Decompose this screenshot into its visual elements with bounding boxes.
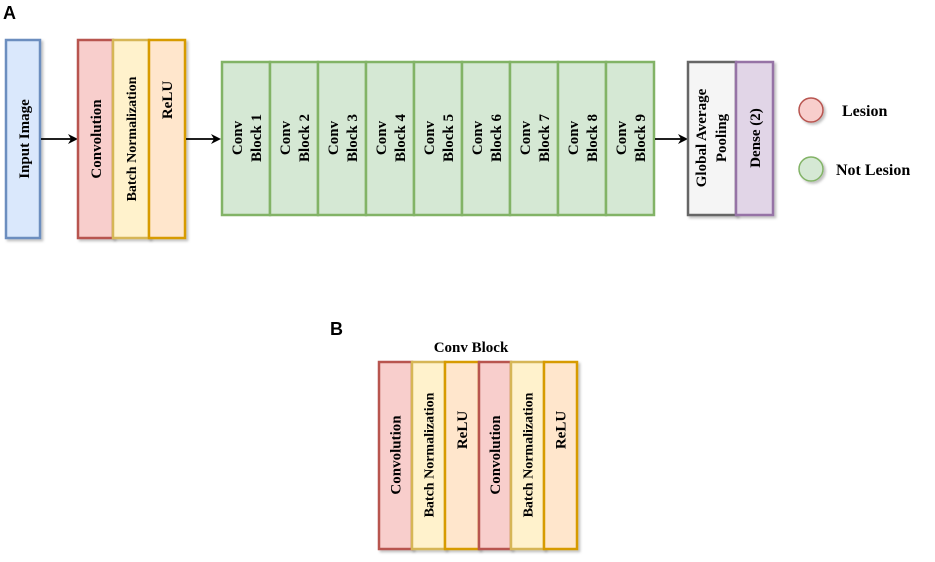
panel-b-label: B: [330, 319, 343, 339]
stem-relu-box: [147, 38, 187, 240]
conv-block-3-box: [316, 60, 368, 217]
stem-batch-norm-label: Batch Normalization: [125, 76, 140, 201]
conv-block-detail-convolution-4-label: Convolution: [488, 415, 504, 495]
conv-block-detail-batch-norm-5-box: [509, 360, 546, 551]
lesion-circle-icon: [798, 97, 824, 123]
gap-label-line1: Global Average: [694, 88, 710, 187]
conv-block-detail-relu-3-box: [443, 360, 481, 551]
gap-label-line2: Pooling: [714, 113, 730, 162]
legend-lesion-label: Lesion: [842, 103, 887, 120]
conv-block-detail: Convolution Batch Normalization ReLU Convol…: [377, 360, 579, 551]
conv-block-5-label-line2: Block 5: [441, 114, 457, 162]
conv-block-detail-convolution-1-box: [377, 360, 414, 551]
conv-block-detail-convolution-4-box: [477, 360, 513, 551]
conv-block-3-label-line1: Conv: [326, 120, 342, 155]
input-image-label: Input Image: [17, 99, 33, 179]
conv-block-7-box: [508, 60, 560, 217]
stem-convolution-box: [76, 38, 115, 240]
not-lesion-circle-icon: [798, 156, 824, 182]
input-image-block: Input Image: [4, 38, 42, 240]
legend-not-lesion-label: Not Lesion: [836, 162, 910, 179]
conv-block-4-label-line2: Block 4: [393, 114, 409, 162]
conv-block-title: Conv Block: [434, 340, 509, 356]
conv-block-9-label-line1: Conv: [614, 120, 630, 155]
conv-block-detail-batch-norm-2-label: Batch Normalization: [423, 392, 438, 517]
dense-block: Dense (2): [734, 60, 775, 217]
conv-block-8-label-line2: Block 8: [585, 114, 601, 162]
conv-block-9-box: [604, 60, 656, 217]
conv-block-6-label-line1: Conv: [470, 120, 486, 155]
conv-block-1-box: [220, 60, 272, 217]
stem-batch-norm-box: [111, 38, 151, 240]
conv-block-detail-relu-6-box: [542, 360, 579, 551]
conv-block-detail-batch-norm-2-box: [410, 360, 447, 551]
stem-convolution-label: Convolution: [89, 99, 105, 179]
conv-block-8-box: [556, 60, 608, 217]
conv-block-8-label-line1: Conv: [566, 120, 582, 155]
conv-block-detail-relu-3-label: ReLU: [455, 411, 471, 449]
conv-block-7-label-line1: Conv: [518, 120, 534, 155]
panel-a-label: A: [3, 3, 16, 23]
stem-block: Convolution Batch Normalization ReLU: [76, 38, 187, 240]
conv-block-2-label-line1: Conv: [278, 120, 294, 155]
conv-block-7-label-line2: Block 7: [537, 114, 553, 162]
conv-block-1-label-line1: Conv: [230, 120, 246, 155]
conv-block-5-label-line1: Conv: [422, 120, 438, 155]
gap-block: Global Average Pooling: [686, 60, 738, 217]
conv-block-9-label-line2: Block 9: [633, 114, 649, 162]
conv-block-5-box: [412, 60, 464, 217]
dense-label: Dense (2): [748, 108, 764, 168]
stem-relu-label: ReLU: [160, 81, 176, 119]
conv-block-4-label-line1: Conv: [374, 120, 390, 155]
conv-block-2-label-line2: Block 2: [297, 114, 313, 162]
conv-block-1-label-line2: Block 1: [249, 114, 265, 162]
conv-block-3-label-line2: Block 3: [345, 114, 361, 162]
legend: Lesion Not Lesion: [798, 97, 910, 182]
conv-block-6-label-line2: Block 6: [489, 114, 505, 162]
conv-block-6-box: [460, 60, 512, 217]
conv-block-detail-convolution-1-label: Convolution: [389, 415, 405, 495]
conv-block-4-box: [364, 60, 416, 217]
conv-block-detail-relu-6-label: ReLU: [554, 411, 570, 449]
conv-block-detail-batch-norm-5-label: Batch Normalization: [522, 392, 537, 517]
